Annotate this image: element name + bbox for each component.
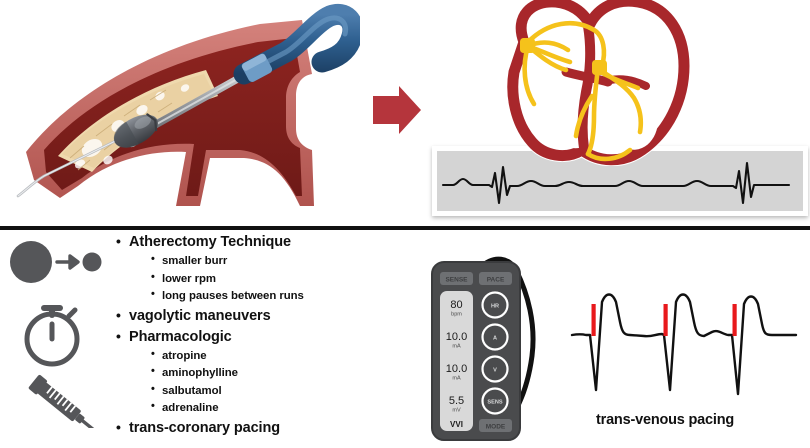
list-subitem: atropine (151, 346, 366, 366)
list-item-label: vagolytic maneuvers (129, 307, 271, 324)
sense-button-label: SENSE (445, 277, 468, 284)
list-subitem: salbutamol (151, 381, 366, 401)
list-subitem-label: long pauses between runs (162, 290, 304, 302)
list-item-label: Atherectomy Technique (129, 234, 291, 250)
list-subitem: smaller burr (151, 251, 366, 271)
pacing-spike (591, 304, 596, 336)
ventricular-output-unit: mA (452, 376, 461, 382)
ventricular-output-value: 10.0 (446, 363, 467, 375)
atrial-knob-label: A (493, 336, 497, 342)
pacing-spike (732, 304, 737, 336)
hr-value: 80 (450, 299, 462, 311)
list-subitem: lower rpm (151, 269, 366, 289)
ventricular-knob-label: V (493, 368, 497, 374)
prevention-measures-list: Atherectomy Technique smaller burr lower… (116, 231, 366, 439)
list-subitem-label: salbutamol (162, 384, 222, 397)
mode-button[interactable] (479, 419, 512, 432)
list-item: trans-coronary pacing (116, 417, 366, 439)
list-subitem-label: lower rpm (162, 272, 216, 285)
pacemaker-screen (440, 291, 473, 431)
pace-button-label: PACE (487, 277, 505, 284)
mode-value: VVI (450, 420, 463, 429)
paced-ecg-tracing (560, 282, 810, 402)
sens-knob-label: SENS (487, 400, 503, 406)
list-subitem-label: aminophylline (162, 367, 238, 379)
list-subitem: long pauses between runs (151, 286, 366, 306)
list-subitem-label: atropine (162, 349, 207, 362)
list-subitem-label: adrenaline (162, 402, 219, 414)
pacing-spike (663, 304, 668, 336)
mode-button-label: MODE (486, 424, 506, 431)
list-item: Pharmacologic atropine aminophylline sal… (116, 326, 366, 418)
burr-downsizing-icon (10, 241, 102, 283)
atrial-knob[interactable] (481, 323, 509, 351)
list-item: Atherectomy Technique smaller burr lower… (116, 231, 366, 306)
heart-conduction-system-diagram (470, 0, 715, 167)
pace-button[interactable] (479, 272, 512, 285)
sense-button[interactable] (440, 272, 473, 285)
hr-knob[interactable] (481, 291, 509, 319)
technique-icon-column (8, 238, 112, 434)
paced-ecg-label: trans-venous pacing (596, 412, 735, 428)
atherectomy-artery-illustration (0, 0, 364, 222)
stopwatch-icon (24, 305, 80, 367)
list-item: vagolytic maneuvers (116, 305, 366, 327)
atrial-output-value: 10.0 (446, 331, 467, 343)
sensitivity-unit: mV (452, 408, 461, 414)
temporary-pacemaker-device: SENSE PACE 80 bpm 10.0 mA 10.0 mA 5.5 mV… (424, 252, 604, 448)
syringe-icon (28, 374, 99, 434)
list-item-label: trans-coronary pacing (129, 419, 280, 436)
list-subitem: aminophylline (151, 363, 366, 383)
hr-knob-label: HR (491, 304, 499, 310)
right-arrow-icon (355, 70, 435, 150)
list-subitem: adrenaline (151, 398, 366, 418)
hr-unit: bpm (451, 312, 462, 318)
list-subitem-label: smaller burr (162, 255, 228, 267)
sensitivity-value: 5.5 (449, 395, 464, 407)
section-divider (0, 226, 810, 230)
sens-knob[interactable] (481, 387, 509, 415)
ventricular-knob[interactable] (481, 355, 509, 383)
list-item-label: Pharmacologic (129, 328, 232, 345)
atrial-output-unit: mA (452, 344, 461, 350)
